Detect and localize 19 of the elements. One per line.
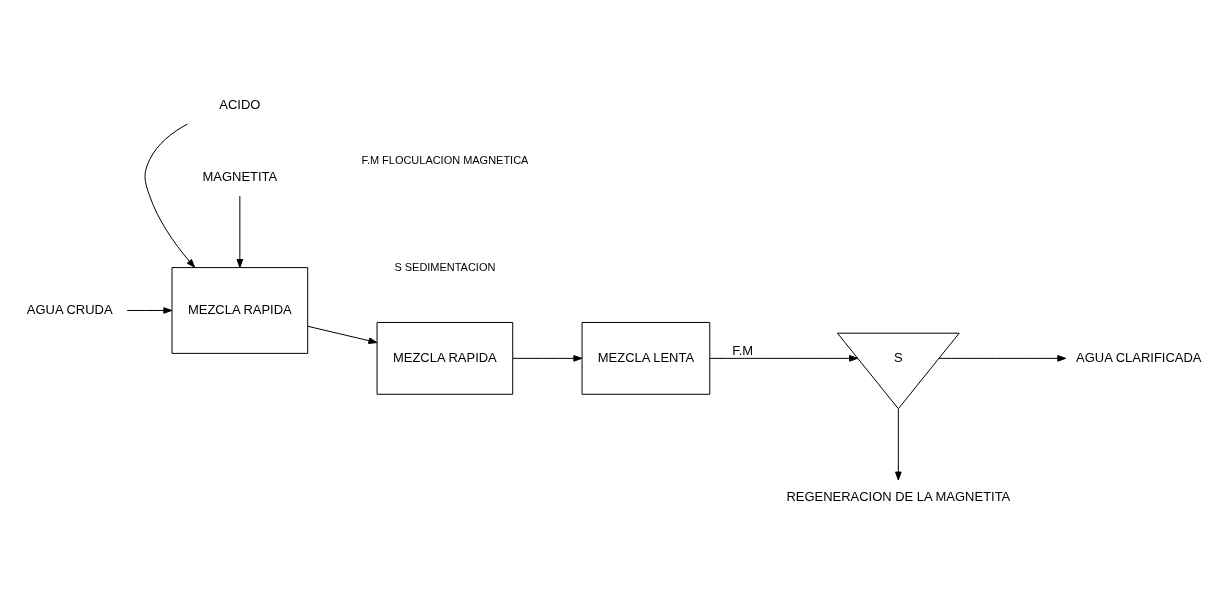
node-box: MEZCLA RAPIDA [376,321,514,395]
arrow [307,325,378,344]
arrow [938,355,1067,362]
node-text: MAGNETITA [202,169,278,185]
arrow [236,195,244,268]
arrow [126,307,173,314]
label: S SEDIMENTACION [394,261,496,274]
node-text: AGUA CRUDA [26,301,113,317]
edge-label: F.M [732,342,754,358]
node-text: REGENERACION DE LA MAGNETITA [786,489,1011,505]
node-text: ACIDO [219,97,261,113]
node-text: AGUA CLARIFICADA [1076,349,1202,365]
node-box: MEZCLA RAPIDA [171,267,309,354]
label: F.M FLOCULACION MAGNETICA [361,153,529,166]
node-box: MEZCLA LENTA [581,321,711,395]
arrow [895,408,902,481]
arrow [709,355,859,362]
arrow [512,355,583,362]
arrow [144,123,196,268]
